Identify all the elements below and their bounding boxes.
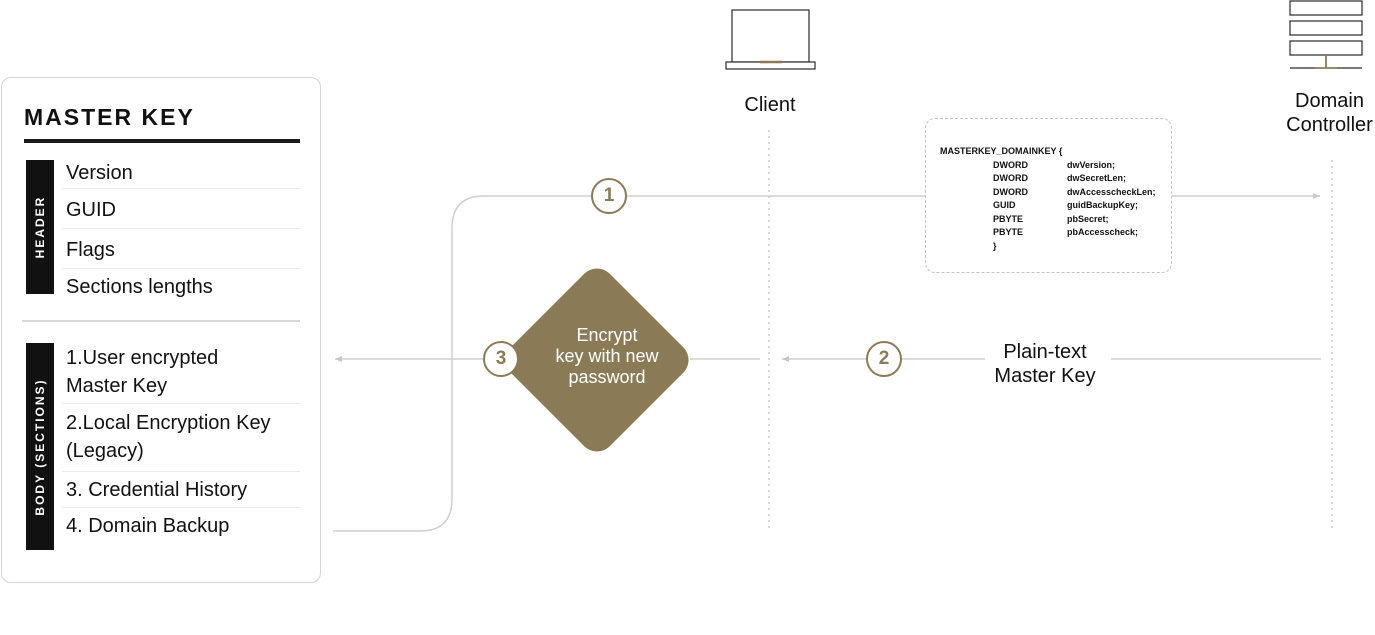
struct-field-type: DWORD bbox=[993, 173, 1028, 183]
card-title: MASTER KEY bbox=[24, 104, 195, 130]
struct-field-types: DWORD DWORD DWORD GUID PBYTE PBYTE } bbox=[993, 159, 1028, 254]
domain-controller-label: Domain Controller bbox=[1272, 89, 1375, 137]
struct-field-type: PBYTE bbox=[993, 213, 1024, 224]
title-underline bbox=[24, 139, 300, 143]
struct-field-name: guidBackupKey; bbox=[1067, 200, 1139, 210]
body-field-line: 1.User encrypted bbox=[66, 347, 219, 369]
request-arrow bbox=[333, 193, 1320, 532]
body-band-label: BODY (SECTIONS) bbox=[33, 377, 47, 516]
server-icon bbox=[1289, 0, 1363, 69]
struct-field-name: dwVersion; bbox=[1067, 159, 1116, 170]
body-field-credential-history: 3. Credential History bbox=[66, 479, 248, 501]
encrypt-label-line: password bbox=[568, 367, 646, 387]
struct-field-name: pbAccesscheck; bbox=[1067, 227, 1139, 237]
step-2-badge: 2 bbox=[866, 341, 902, 377]
struct-field-names: dwVersion; dwSecretLen; dwAccesscheckLen… bbox=[1067, 159, 1156, 240]
laptop-icon bbox=[725, 9, 816, 70]
field-divider bbox=[62, 188, 300, 189]
plain-text-label-line: Master Key bbox=[994, 365, 1096, 387]
encrypt-diamond-label: Encrypt key with new password bbox=[527, 325, 687, 388]
header-field-version: Version bbox=[66, 162, 133, 184]
struct-field-type: GUID bbox=[993, 200, 1016, 210]
struct-code-box bbox=[925, 118, 1172, 273]
body-field-line: 2.Local Encryption Key bbox=[66, 412, 271, 434]
field-divider bbox=[62, 507, 300, 508]
struct-field-name: pbSecret; bbox=[1067, 213, 1109, 224]
header-field-sections-lengths: Sections lengths bbox=[66, 276, 213, 298]
struct-close: } bbox=[993, 240, 997, 251]
struct-field-type: PBYTE bbox=[993, 227, 1024, 237]
body-field-line: Master Key bbox=[66, 375, 168, 397]
struct-field-name: dwAccesscheckLen; bbox=[1067, 186, 1156, 197]
step-3-badge: 3 bbox=[483, 341, 519, 377]
plain-text-label-line: Plain-text bbox=[1003, 341, 1087, 363]
field-divider bbox=[62, 228, 300, 229]
step-1-badge: 1 bbox=[591, 178, 627, 214]
domain-controller-label-line: Domain bbox=[1295, 90, 1364, 112]
plain-text-label: Plain-text Master Key bbox=[975, 340, 1115, 388]
domain-controller-label-line: Controller bbox=[1286, 114, 1373, 136]
section-divider bbox=[22, 320, 300, 322]
encrypt-label-line: key with new bbox=[555, 346, 659, 366]
struct-field-type: DWORD bbox=[993, 159, 1028, 170]
header-band-label: HEADER bbox=[33, 195, 47, 259]
client-label: Client bbox=[744, 94, 796, 116]
field-divider bbox=[62, 268, 300, 269]
header-band: HEADER bbox=[26, 160, 54, 294]
master-key-card bbox=[1, 77, 321, 583]
struct-name: MASTERKEY_DOMAINKEY { bbox=[940, 146, 1063, 156]
body-field-local-encryption-key: 2.Local Encryption Key (Legacy) bbox=[66, 409, 271, 465]
body-field-domain-backup: 4. Domain Backup bbox=[66, 515, 230, 537]
struct-field-name: dwSecretLen; bbox=[1067, 173, 1127, 183]
encrypt-label-line: Encrypt bbox=[576, 325, 638, 345]
body-band: BODY (SECTIONS) bbox=[26, 343, 54, 550]
body-field-user-encrypted: 1.User encrypted Master Key bbox=[66, 344, 218, 400]
field-divider bbox=[62, 471, 300, 472]
struct-field-type: DWORD bbox=[993, 186, 1028, 197]
field-divider bbox=[62, 403, 300, 404]
body-field-line: (Legacy) bbox=[66, 440, 144, 462]
header-field-flags: Flags bbox=[66, 239, 115, 261]
header-field-guid: GUID bbox=[66, 199, 116, 221]
